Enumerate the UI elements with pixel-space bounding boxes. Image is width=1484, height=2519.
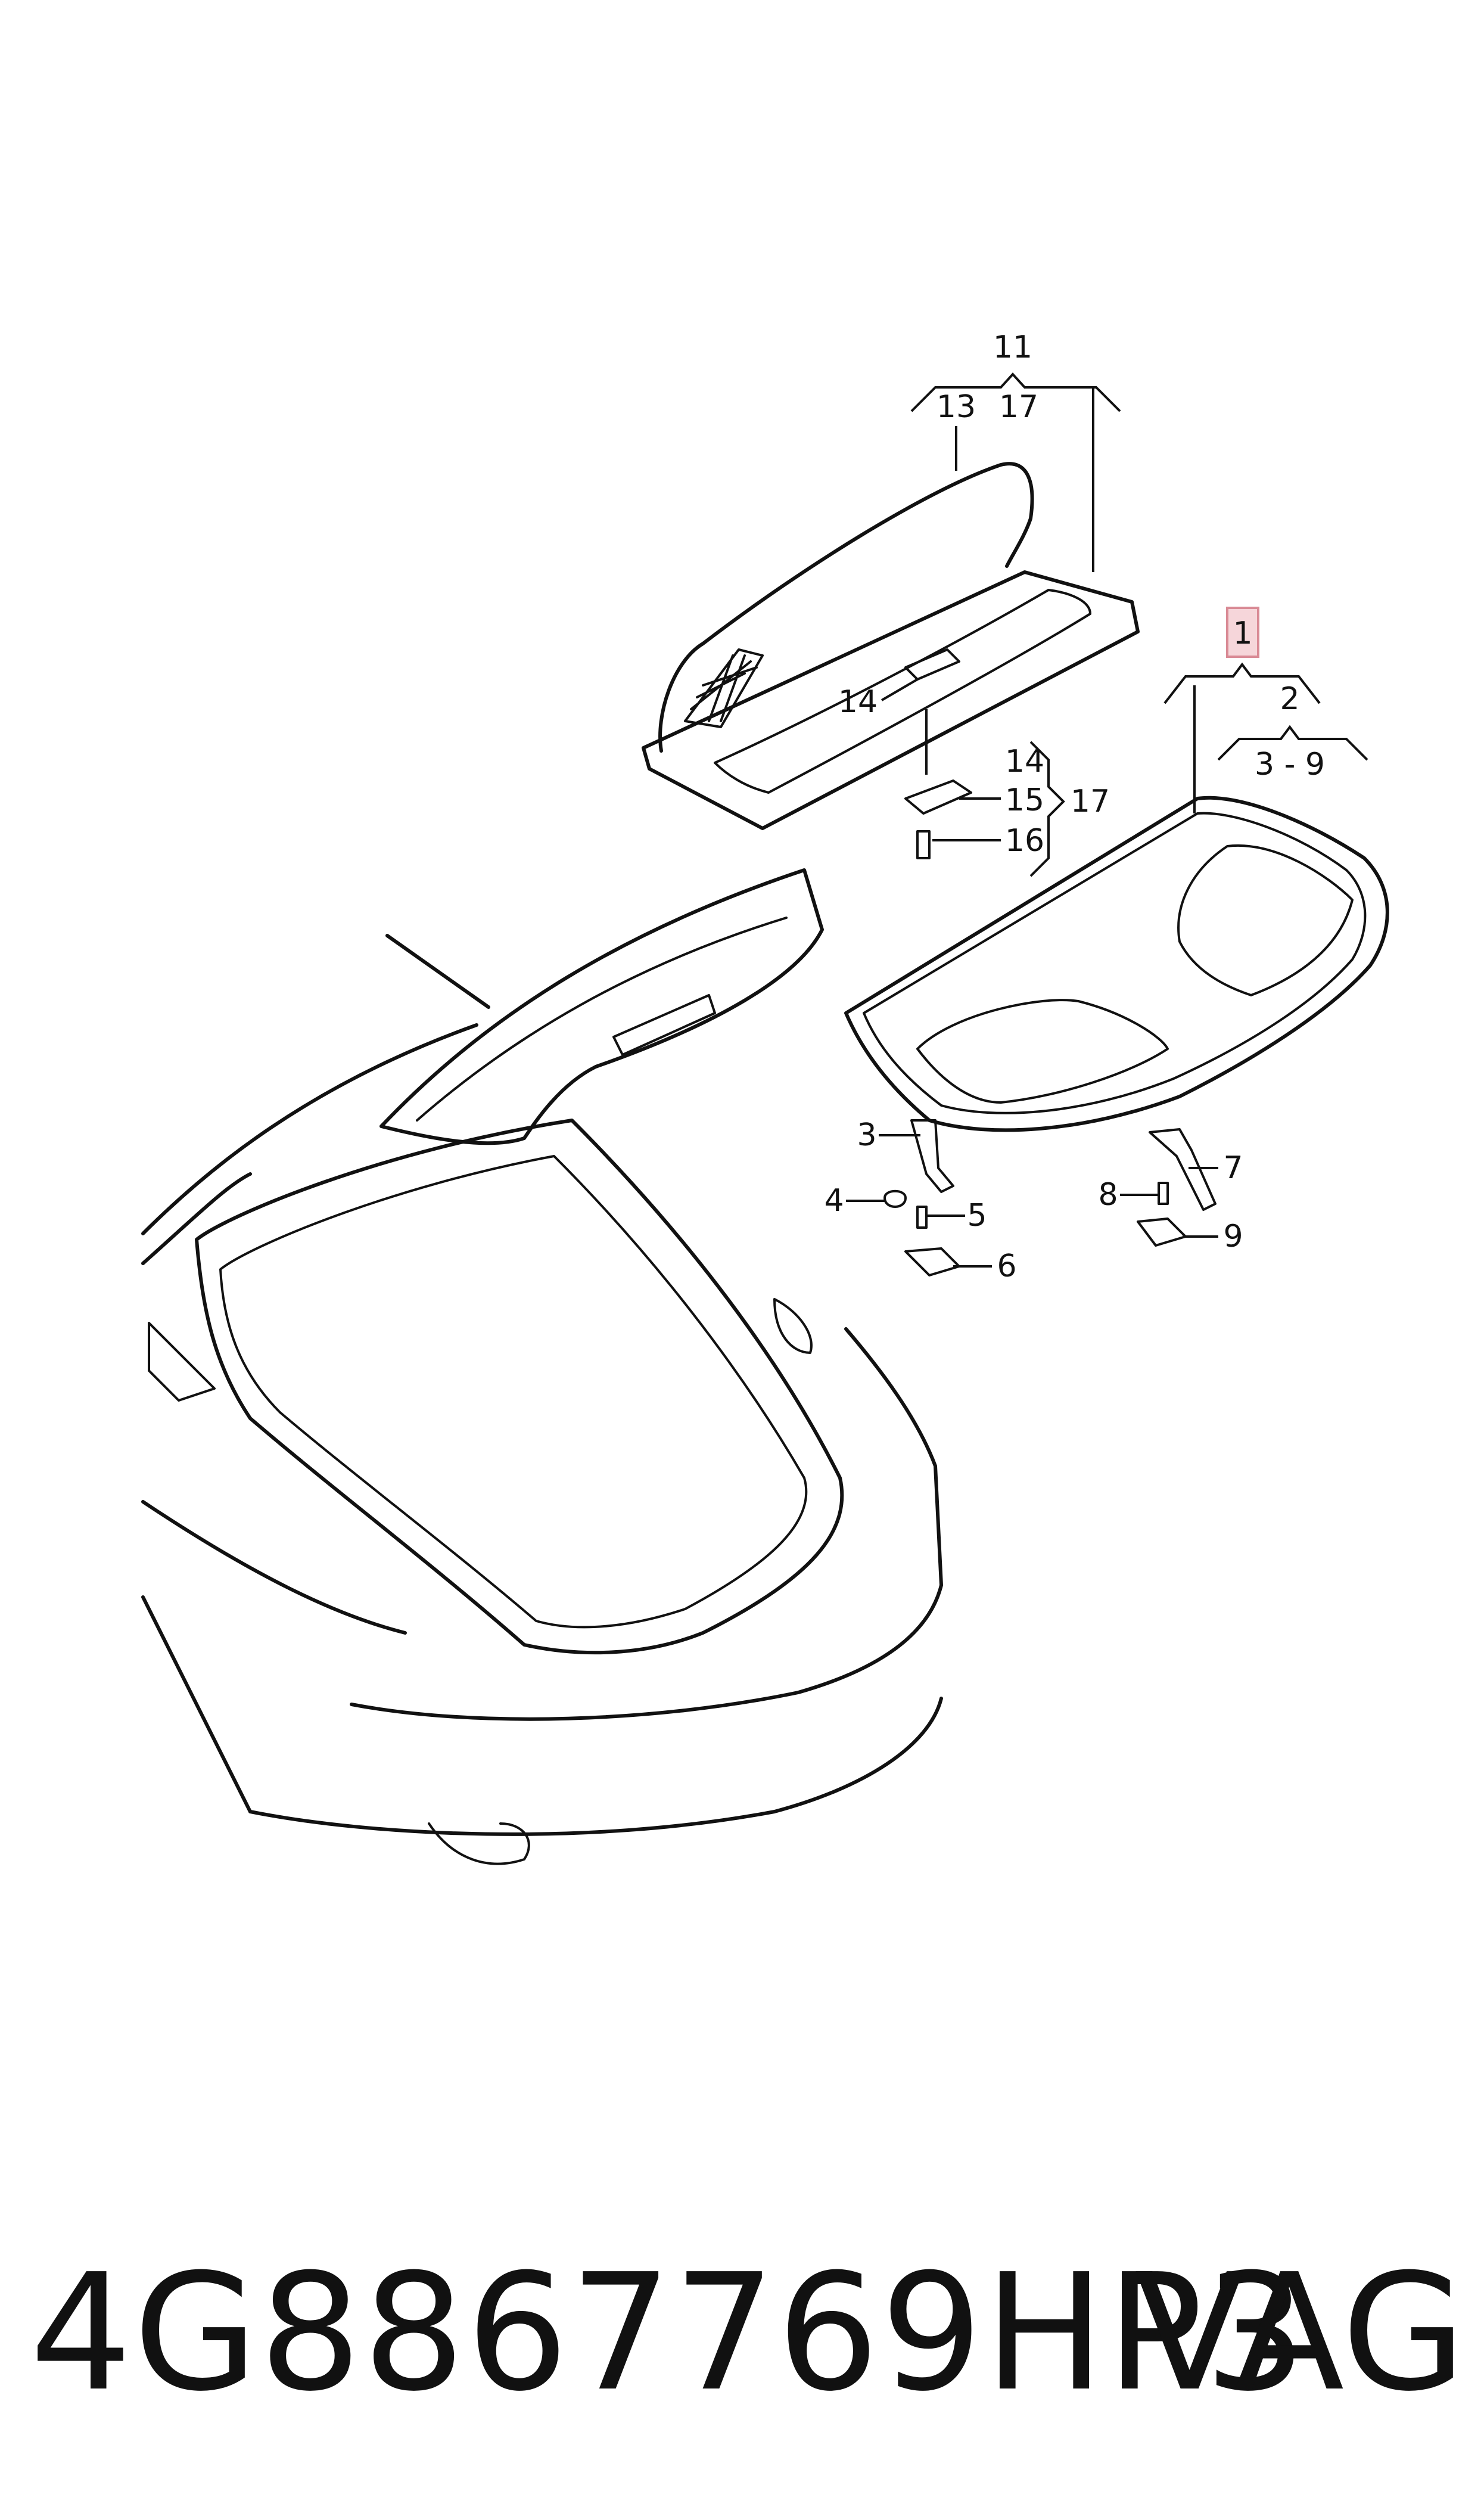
trim-panel-recess-left xyxy=(916,999,1169,1104)
callout-17-side: 17 xyxy=(1071,784,1110,819)
body-side-lower xyxy=(141,1500,407,1813)
callout-1-highlight xyxy=(1226,607,1259,658)
parcel-shelf-inner-edge xyxy=(714,589,1091,794)
body-side-upper xyxy=(141,1023,478,1265)
tailpipe xyxy=(428,1822,530,1865)
trim-screw-8 xyxy=(1158,1182,1169,1205)
trim-clip-3 xyxy=(910,1119,954,1193)
part-number-label: 4G8867769HP3 xyxy=(30,2239,1308,2427)
parcel-shelf-tray xyxy=(642,570,1140,830)
trim-panel-inner xyxy=(863,812,1367,1114)
shelf-latch-14 xyxy=(904,648,960,681)
trunk-latch xyxy=(773,1298,813,1354)
callout-16: 16 xyxy=(1005,823,1044,859)
trunk-floor-edge xyxy=(219,1155,808,1629)
boot-lid-inner xyxy=(416,917,788,1122)
leader-14-top xyxy=(881,678,919,701)
bracket-17-side xyxy=(1029,741,1065,877)
rear-bumper xyxy=(248,1327,943,1836)
callout-11: 11 xyxy=(993,330,1032,365)
car-rear-illustration xyxy=(141,868,943,1865)
callout-9: 9 xyxy=(1223,1219,1243,1254)
bracket-11 xyxy=(910,372,1121,412)
boot-lid-outline xyxy=(379,868,824,1145)
callout-2: 2 xyxy=(1280,681,1299,717)
trim-clip-7 xyxy=(1149,1128,1217,1211)
bracket-1 xyxy=(1163,662,1321,704)
callout-13: 13 xyxy=(937,389,976,425)
car-roof-line xyxy=(385,934,490,1009)
parcel-shelf-assembly xyxy=(642,462,1140,859)
callout-labels: 1 2 3 - 9 11 13 17 14 14 15 16 17 3 4 5 … xyxy=(824,330,1325,1284)
screw-16 xyxy=(916,830,931,859)
callout-3: 3 xyxy=(857,1117,876,1153)
brand-label: VAG xyxy=(1134,2239,1466,2427)
callout-leaders xyxy=(846,372,1368,1268)
trunk-opening xyxy=(195,1119,844,1655)
callout-15: 15 xyxy=(1005,782,1044,818)
trim-nut-4 xyxy=(883,1189,907,1208)
callout-5: 5 xyxy=(967,1198,987,1234)
callout-8: 8 xyxy=(1098,1177,1118,1213)
bracket-15 xyxy=(904,779,972,815)
callout-6: 6 xyxy=(997,1248,1016,1284)
trim-pad-6 xyxy=(904,1247,960,1276)
trim-panel-outer xyxy=(844,796,1389,1132)
callout-1: 1 xyxy=(1233,616,1252,651)
trim-screw-5 xyxy=(916,1206,928,1229)
bracket-2 xyxy=(1217,725,1368,761)
callout-14-top: 14 xyxy=(838,684,878,720)
callout-4: 4 xyxy=(824,1183,844,1219)
trim-panel-recess-right xyxy=(1177,844,1354,996)
callout-14-side: 14 xyxy=(1005,744,1044,779)
callout-17-top: 17 xyxy=(999,389,1038,425)
windscreen-frame xyxy=(658,462,1034,753)
callout-7: 7 xyxy=(1223,1150,1243,1186)
trim-pad-9 xyxy=(1137,1217,1187,1247)
callout-3-9: 3 - 9 xyxy=(1255,747,1325,782)
rear-light-left xyxy=(148,1322,216,1402)
windscreen-mesh xyxy=(684,648,764,728)
